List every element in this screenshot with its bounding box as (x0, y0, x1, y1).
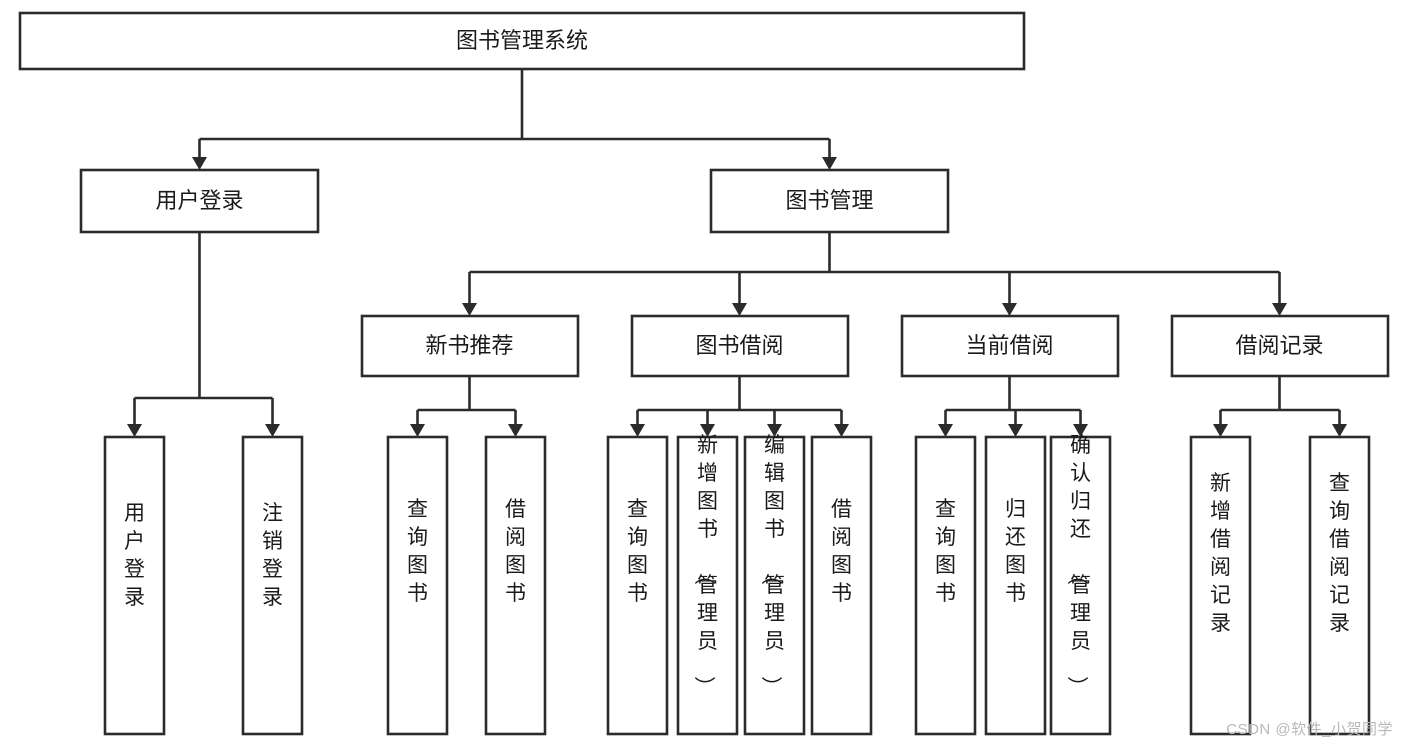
node-leaf-add-borrow-record-label: 新增借阅记录 (1210, 472, 1231, 635)
node-leaf-query-books-a-label: 查询图书 (407, 498, 428, 605)
arrow-icon (192, 157, 207, 170)
node-new-book-recommend[interactable]: 新书推荐 (360, 314, 580, 378)
arrow-icon (410, 424, 425, 437)
arrow-icon (1008, 424, 1023, 437)
node-leaf-add-borrow-record-rect[interactable] (1189, 435, 1252, 736)
node-leaf-borrow-books-b-rect[interactable] (810, 435, 873, 736)
arrow-icon (1332, 424, 1347, 437)
connector-group-borrow (630, 376, 849, 437)
node-leaf-user-login[interactable]: 用户登录 (103, 435, 166, 736)
node-leaf-logout-label: 注销登录 (262, 502, 283, 609)
connector-group-records (1213, 376, 1347, 437)
node-leaf-query-books-c-rect[interactable] (914, 435, 977, 736)
connector-group-root (192, 69, 837, 170)
node-leaf-add-book-admin-rect[interactable] (676, 435, 739, 736)
node-leaf-edit-book-admin[interactable]: 编辑图书（管理员） (743, 434, 806, 736)
node-book-borrow[interactable]: 图书借阅 (630, 314, 850, 378)
node-leaf-query-books-b-rect[interactable] (606, 435, 669, 736)
node-leaf-borrow-books-a-label: 借阅图书 (505, 498, 526, 605)
connector-group-current-borrow (938, 376, 1088, 437)
node-root-rect[interactable] (18, 11, 1026, 71)
node-leaf-borrow-books-b-label: 借阅图书 (831, 498, 852, 605)
node-leaf-query-borrow-record-rect[interactable] (1308, 435, 1371, 736)
node-new-book-recommend-label: 新书推荐 (425, 333, 513, 358)
node-leaf-confirm-return-admin[interactable]: 确认归还（管理员） (1049, 434, 1112, 736)
node-leaf-user-login-rect[interactable] (103, 435, 166, 736)
node-leaf-borrow-books-a-rect[interactable] (484, 435, 547, 736)
node-leaf-query-books-a-rect[interactable] (386, 435, 449, 736)
node-current-borrow-label: 当前借阅 (965, 333, 1053, 358)
arrow-icon (938, 424, 953, 437)
node-leaf-user-login-label: 用户登录 (124, 502, 145, 609)
node-leaf-query-books-c-label: 查询图书 (935, 498, 956, 605)
node-leaf-query-books-c[interactable]: 查询图书 (914, 435, 977, 736)
node-new-book-recommend-rect[interactable] (360, 314, 580, 378)
node-leaf-return-books[interactable]: 归还图书 (984, 435, 1047, 736)
node-current-borrow[interactable]: 当前借阅 (900, 314, 1120, 378)
arrow-icon (834, 424, 849, 437)
arrow-icon (1002, 303, 1017, 316)
node-borrow-records-rect[interactable] (1170, 314, 1390, 378)
arrow-icon (1272, 303, 1287, 316)
node-leaf-confirm-return-admin-rect[interactable] (1049, 435, 1112, 736)
node-user-login-rect[interactable] (79, 168, 320, 234)
node-leaf-query-borrow-record-label: 查询借阅记录 (1329, 472, 1350, 635)
node-root[interactable]: 图书管理系统 (18, 11, 1026, 71)
node-book-management-rect[interactable] (709, 168, 950, 234)
node-book-management[interactable]: 图书管理 (709, 168, 950, 234)
node-leaf-query-books-b[interactable]: 查询图书 (606, 435, 669, 736)
arrow-icon (732, 303, 747, 316)
node-user-login[interactable]: 用户登录 (79, 168, 320, 234)
node-leaf-edit-book-admin-rect[interactable] (743, 435, 806, 736)
node-book-management-label: 图书管理 (785, 188, 873, 213)
node-leaf-logout-rect[interactable] (241, 435, 304, 736)
connector-group-new-books (410, 376, 523, 437)
node-leaf-borrow-books-a[interactable]: 借阅图书 (484, 435, 547, 736)
node-leaf-query-books-b-label: 查询图书 (627, 498, 648, 605)
arrow-icon (265, 424, 280, 437)
node-leaf-add-book-admin[interactable]: 新增图书（管理员） (676, 434, 739, 736)
node-book-borrow-label: 图书借阅 (695, 333, 783, 358)
node-borrow-records-label: 借阅记录 (1235, 333, 1323, 358)
node-leaf-logout[interactable]: 注销登录 (241, 435, 304, 736)
node-leaf-add-borrow-record[interactable]: 新增借阅记录 (1189, 435, 1252, 736)
arrow-icon (127, 424, 142, 437)
node-current-borrow-rect[interactable] (900, 314, 1120, 378)
arrow-icon (822, 157, 837, 170)
node-root-label: 图书管理系统 (456, 28, 588, 53)
node-leaf-return-books-label: 归还图书 (1005, 498, 1026, 605)
node-leaf-query-books-a[interactable]: 查询图书 (386, 435, 449, 736)
arrow-icon (462, 303, 477, 316)
arrow-icon (630, 424, 645, 437)
node-leaf-borrow-books-b[interactable]: 借阅图书 (810, 435, 873, 736)
node-borrow-records[interactable]: 借阅记录 (1170, 314, 1390, 378)
node-leaf-return-books-rect[interactable] (984, 435, 1047, 736)
node-leaf-query-borrow-record[interactable]: 查询借阅记录 (1308, 435, 1371, 736)
connector-group-user-login (127, 232, 280, 437)
arrow-icon (508, 424, 523, 437)
watermark: CSDN @软件_小贺同学 (1226, 721, 1393, 738)
node-book-borrow-rect[interactable] (630, 314, 850, 378)
node-leaf-confirm-return-admin-label: 确认归还（管理员） (1065, 434, 1091, 697)
connector-group-book-mgmt (462, 232, 1287, 316)
arrow-icon (1213, 424, 1228, 437)
node-leaf-add-book-admin-label: 新增图书（管理员） (692, 434, 718, 697)
node-user-login-label: 用户登录 (155, 188, 243, 213)
node-leaf-edit-book-admin-label: 编辑图书（管理员） (759, 434, 785, 697)
